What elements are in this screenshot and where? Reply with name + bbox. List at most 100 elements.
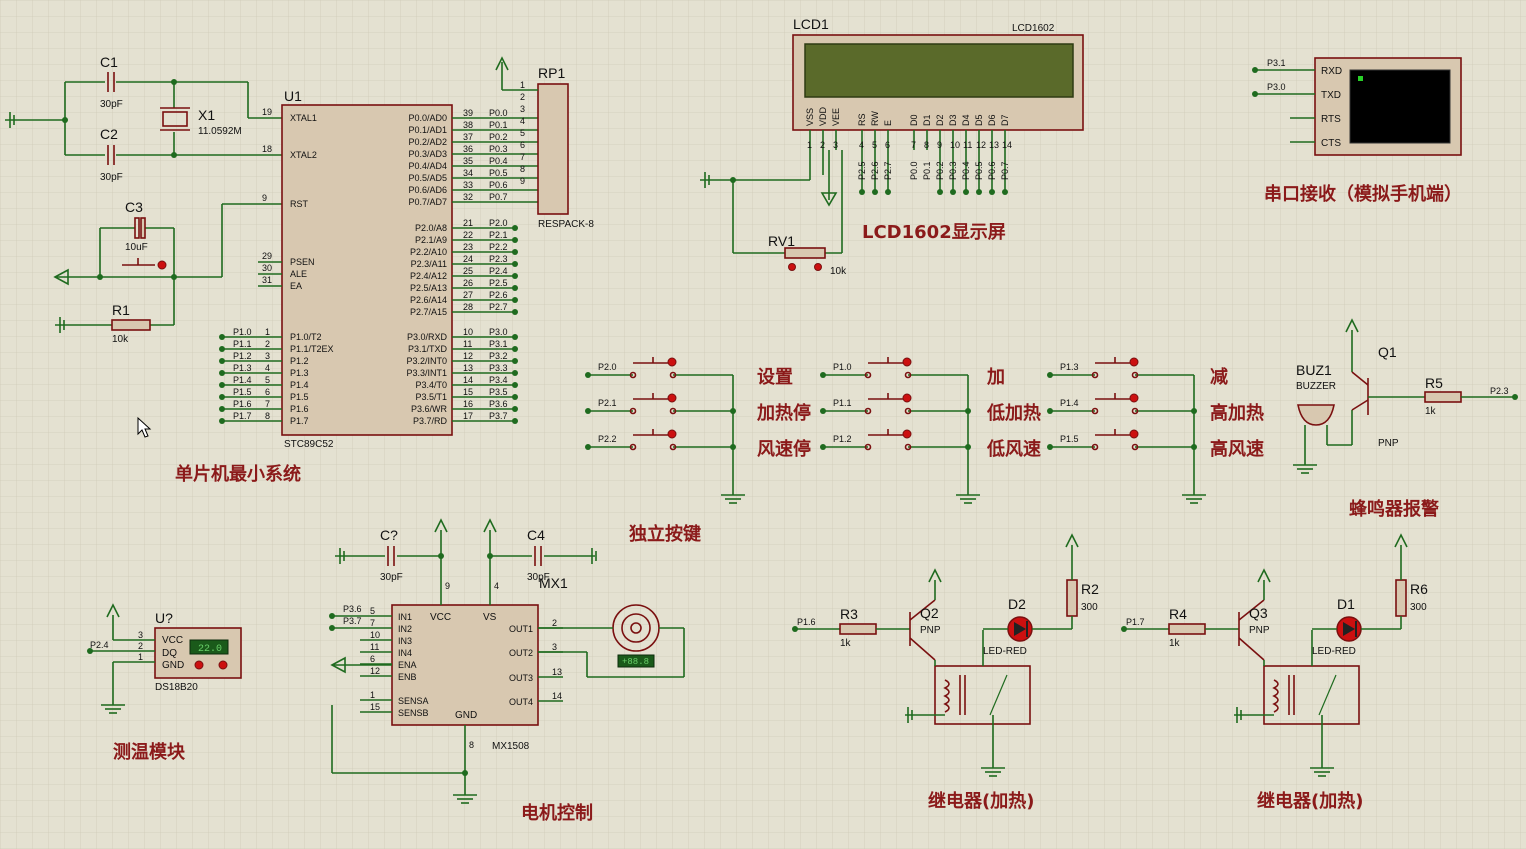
schematic-label: D2 — [1008, 596, 1026, 612]
section-relay2-title: 继电器(加热) — [1257, 790, 1363, 812]
net-label: P0.4 — [489, 156, 508, 166]
mcu-pin-name: P1.5 — [290, 392, 309, 402]
schematic-wire — [1014, 622, 1026, 636]
lcd-pin-name: D3 — [948, 114, 958, 126]
schematic-wire — [669, 371, 677, 379]
schematic-wire — [1091, 407, 1099, 415]
schematic-wire — [667, 357, 677, 367]
mcu-pin-name: P2.6/A14 — [410, 295, 447, 305]
schematic-wire — [218, 660, 228, 670]
schematic-wire — [219, 358, 225, 364]
lcd1602[interactable]: LCD1 LCD1602 VSS1VDD2VEE3RS4RW5E6D07D18D… — [700, 16, 1084, 277]
net-label: P0.2 — [489, 132, 508, 142]
section-temp-title: 测温模块 — [113, 741, 186, 763]
mcu-pin-name: P0.5/AD5 — [408, 173, 447, 183]
schematic-wire — [134, 217, 140, 239]
mcu-pin-name: P1.2 — [290, 356, 309, 366]
schematic-wire — [1091, 443, 1099, 451]
schematic-wire — [219, 418, 225, 424]
schematic-label: LED-RED — [983, 646, 1027, 657]
virtual-terminal[interactable]: P3.1 P3.0 RXD TXD RTS CTS — [1252, 57, 1462, 156]
mcu-pin-num: 31 — [262, 275, 272, 285]
net-label: P2.6 — [870, 161, 880, 180]
net-label: P3.7 — [343, 616, 362, 626]
terminal-screen — [1349, 69, 1451, 144]
key-function-label: 减 — [1210, 366, 1228, 388]
schematic-wire — [1131, 371, 1139, 379]
schematic-wire — [904, 371, 912, 379]
schematic-label: 2 — [138, 641, 143, 651]
section-lcd-title: LCD1602显示屏 — [862, 222, 1006, 243]
section-motor-title: 电机控制 — [521, 802, 593, 824]
schematic-wire — [512, 346, 518, 352]
net-label: P1.1 — [233, 339, 252, 349]
schematic-wire — [1318, 674, 1337, 716]
net-label: P0.4 — [961, 161, 971, 180]
schematic-label: R3 — [840, 606, 858, 622]
schematic-wire — [1395, 579, 1407, 617]
net-label: P3.3 — [489, 363, 508, 373]
net-label: P1.1 — [833, 398, 852, 408]
key-function-label: 低风速 — [986, 438, 1041, 460]
lcd-pin-num: 12 — [976, 140, 986, 150]
mcu-pin-name: P3.5/T1 — [415, 392, 447, 402]
net-label: P1.6 — [797, 617, 816, 627]
net-label: P3.6 — [489, 399, 508, 409]
mcu-pin-num: 2 — [265, 339, 270, 349]
schematic-wire — [1168, 623, 1206, 635]
lcd-pin-num: 2 — [820, 140, 825, 150]
lcd-pin-num: 14 — [1002, 140, 1012, 150]
schematic-label: C1 — [100, 54, 118, 70]
net-label: P1.5 — [233, 387, 252, 397]
schematic-label: 30pF — [100, 172, 123, 183]
net-label: P2.1 — [489, 230, 508, 240]
schematic-wire — [512, 334, 518, 340]
buzzer-circuit[interactable]: BUZ1 BUZZER Q1 PNP R5 1k P2.3 — [1293, 318, 1518, 474]
schematic-wire — [1131, 407, 1139, 415]
net-label: P0.6 — [489, 180, 508, 190]
schematic-wire — [1252, 67, 1258, 73]
schematic-wire — [512, 225, 518, 231]
mcu-pin-num: 14 — [463, 375, 473, 385]
mcu-pin-name: EA — [290, 281, 302, 291]
schematic-wire — [1358, 76, 1363, 81]
net-label: P3.0 — [489, 327, 508, 337]
mcu-pin-num: 19 — [262, 107, 272, 117]
reset-circuit: C3 10uF R1 10k — [53, 199, 282, 345]
mcu-pin-name: PSEN — [290, 257, 315, 267]
schematic-label: MX1 — [539, 575, 568, 591]
schematic-wire — [219, 406, 225, 412]
mcu-chip[interactable]: U1 STC89C52 19XTAL118XTAL29RST29PSEN30AL… — [219, 88, 538, 450]
net-label: P2.5 — [489, 278, 508, 288]
schematic-wire: VSS1VDD2VEE3RS4RW5E6D07D18D29D310D411D51… — [805, 106, 1012, 195]
motor-driver[interactable]: 5IN17IN210IN311IN46ENA12ENB1SENSA15SENSB… — [329, 518, 685, 804]
mx-pin-num: 14 — [552, 691, 562, 701]
schematic-wire — [189, 639, 229, 655]
schematic-wire — [219, 394, 225, 400]
net-label: P3.6 — [343, 604, 362, 614]
schematic-wire — [1272, 679, 1279, 713]
schematic-wire — [1351, 399, 1369, 411]
schematic-wire — [512, 249, 518, 255]
mcu-pin-num: 39 — [463, 108, 473, 118]
mx-pin-name: SENSA — [398, 696, 429, 706]
mcu-pin-num: 32 — [463, 192, 473, 202]
rp-pin-num: 5 — [520, 128, 525, 138]
schematic-wire — [512, 382, 518, 388]
schematic-wire — [909, 599, 936, 621]
key-function-label: 设置 — [757, 367, 793, 388]
lcd-pin-name: D2 — [935, 114, 945, 126]
net-label: P0.2 — [935, 161, 945, 180]
rp-pin-num: 9 — [520, 176, 525, 186]
mcu-pin-num: 1 — [265, 327, 270, 337]
mx-pin-name: ENB — [398, 672, 417, 682]
schematic-label: PNP — [920, 625, 941, 636]
ds18b20[interactable]: 22.0 VCC DQ GND 3 2 1 U? DS18B20 P2.4 — [87, 603, 242, 714]
mcu-pin-num: 7 — [265, 399, 270, 409]
schematic-label: P2.4 — [90, 640, 109, 650]
